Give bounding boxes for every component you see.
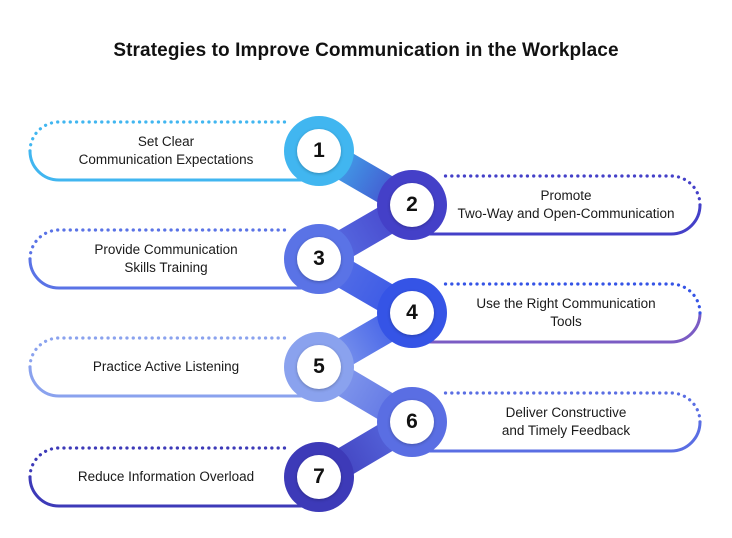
step-label-5: Practice Active Listening: [93, 358, 239, 376]
step-label-line: Use the Right Communication: [476, 296, 656, 311]
step-number-2: 2: [390, 183, 434, 227]
step-label-line: Communication Expectations: [78, 152, 254, 167]
bracket-dotted-3: [28, 228, 292, 261]
bracket-solid-1: [28, 149, 321, 182]
bracket-solid-4: [410, 311, 702, 344]
step-label-line: Reduce Information Overload: [77, 469, 255, 484]
bracket-dotted-1: [28, 120, 292, 153]
step-label-line: Two-Way and Open-Communication: [457, 206, 675, 221]
bracket-solid-7: [28, 475, 321, 508]
bracket-dotted-2: [440, 174, 702, 207]
step-number-6: 6: [390, 400, 434, 444]
step-number-3: 3: [297, 237, 341, 281]
step-label-line: Set Clear: [137, 134, 195, 149]
step-number-1: 1: [297, 129, 341, 173]
step-label-line: and Timely Feedback: [501, 423, 631, 438]
step-label-line: Tools: [550, 314, 582, 329]
page-title: Strategies to Improve Communication in t…: [113, 40, 619, 61]
step-number-5: 5: [297, 345, 341, 389]
step-number-7: 7: [297, 455, 341, 499]
bracket-dotted-5: [28, 336, 292, 369]
step-label-7: Reduce Information Overload: [78, 468, 254, 486]
bracket-solid-5: [28, 365, 321, 398]
step-label-6: Deliver Constructive and Timely Feedback: [502, 404, 630, 440]
step-label-line: Provide Communication: [94, 242, 238, 257]
bracket-solid-6: [410, 420, 702, 453]
step-label-line: Skills Training: [124, 260, 208, 275]
step-number-4: 4: [390, 291, 434, 335]
bracket-solid-2: [410, 203, 702, 236]
step-label-line: Practice Active Listening: [92, 359, 240, 374]
bracket-solid-3: [28, 257, 321, 290]
bracket-dotted-4: [440, 282, 702, 315]
bracket-dotted-7: [28, 446, 292, 479]
step-label-line: Promote: [540, 188, 592, 203]
step-label-line: Deliver Constructive: [505, 405, 627, 420]
bracket-dotted-6: [440, 391, 702, 424]
